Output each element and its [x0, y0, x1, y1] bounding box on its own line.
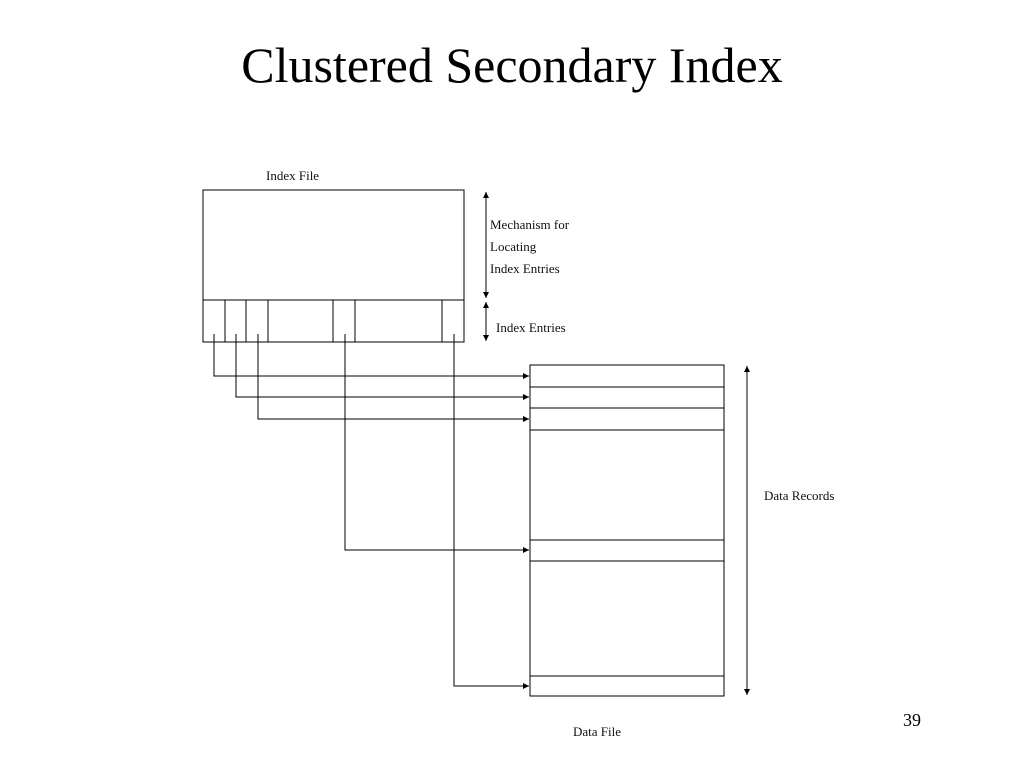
pointer-arrow — [344, 334, 529, 553]
index-file-label: Index File — [266, 168, 319, 183]
page-number: 39 — [903, 710, 921, 730]
slide-title: Clustered Secondary Index — [241, 37, 783, 93]
pointer-arrow — [213, 334, 529, 379]
mechanism-label-line-2: Locating — [490, 239, 537, 254]
pointer-arrows — [213, 334, 529, 689]
data-file-label: Data File — [573, 724, 621, 739]
data-file-box — [529, 364, 725, 697]
index-entries-label: Index Entries — [496, 320, 566, 335]
pointer-arrow — [235, 334, 529, 400]
mechanism-label-line-1: Mechanism for — [490, 217, 570, 232]
index-file-box — [202, 189, 465, 343]
mechanism-label-line-3: Index Entries — [490, 261, 560, 276]
data-records-label: Data Records — [764, 488, 834, 503]
pointer-arrow — [453, 334, 529, 689]
pointer-arrow — [257, 334, 529, 422]
